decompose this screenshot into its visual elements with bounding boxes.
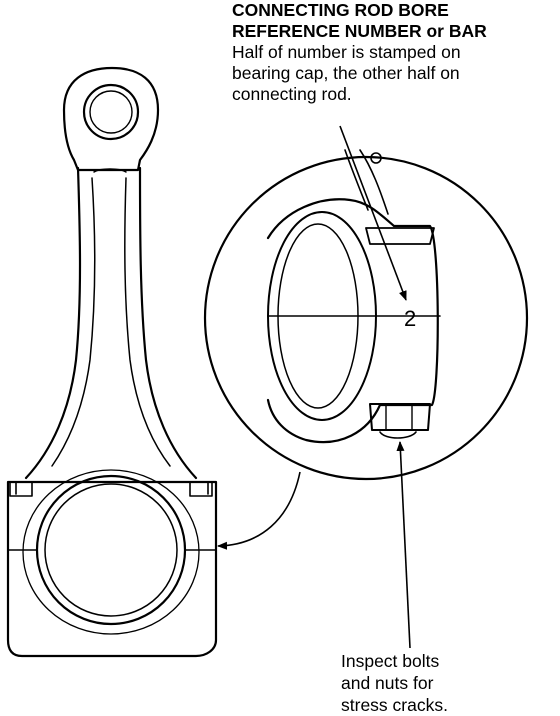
small-end-bore: [82, 83, 140, 141]
callout-body-line-1: Half of number is stamped on: [232, 42, 461, 62]
detail-view: [203, 149, 529, 481]
leader-magnify: [217, 471, 301, 550]
small-end: [62, 66, 160, 172]
big-end-bore: [35, 474, 187, 626]
inspect-bolts-callout: Inspect bolts and nuts for stress cracks…: [341, 650, 448, 716]
callout-body-line-2: bearing cap, the other half on: [232, 63, 460, 83]
leader-lines: [217, 125, 411, 649]
inspect-line-3: stress cracks.: [341, 695, 448, 715]
stamp-number: 2: [404, 306, 416, 331]
magnifier-circle: [203, 155, 529, 481]
rod-beam: [24, 166, 198, 480]
inspect-line-1: Inspect bolts: [341, 651, 440, 671]
leader-to-bolt: [396, 441, 411, 649]
cap-boss: [365, 227, 435, 245]
inspect-line-2: and nuts for: [341, 673, 434, 693]
big-end: [6, 480, 218, 658]
bolt-nut: [369, 403, 431, 431]
callout-title-line-2: REFERENCE NUMBER or BAR: [232, 21, 487, 41]
callout-title-line-1: CONNECTING ROD BORE: [232, 0, 449, 20]
leader-to-stamp: [339, 125, 407, 301]
callout-body-line-3: connecting rod.: [232, 84, 352, 104]
connecting-rod: [6, 66, 218, 658]
bore-reference-callout: CONNECTING ROD BORE REFERENCE NUMBER or …: [232, 0, 487, 105]
